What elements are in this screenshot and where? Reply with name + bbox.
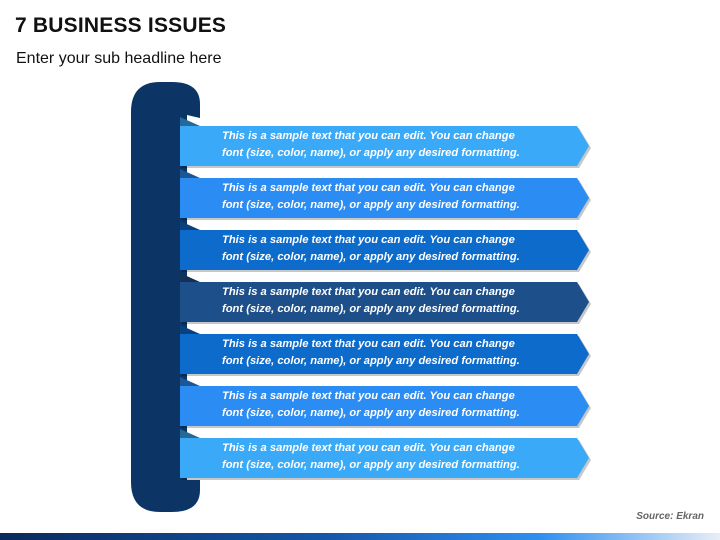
page-subtitle: Enter your sub headline here xyxy=(16,50,222,67)
banner-fold-5 xyxy=(180,325,200,334)
page-title: 7 BUSINESS ISSUES xyxy=(15,14,227,37)
issue-text-6: This is a sample text that you can edit.… xyxy=(222,390,520,419)
issue-banner-6 xyxy=(180,386,589,426)
issue-banner-1 xyxy=(180,126,589,166)
banner-fold-6 xyxy=(180,377,200,386)
banner-fold-2 xyxy=(180,169,200,178)
issue-text-7: This is a sample text that you can edit.… xyxy=(222,442,520,471)
banner-fold-7 xyxy=(180,429,200,438)
source-note: Source: Ekran xyxy=(636,511,704,522)
issue-banner-2 xyxy=(180,178,589,218)
banner-fold-3 xyxy=(180,221,200,230)
issue-banner-7 xyxy=(180,438,589,478)
banner-fold-1 xyxy=(180,117,200,126)
banner-group xyxy=(180,117,591,480)
issue-banner-4 xyxy=(180,282,589,322)
issue-text-4: This is a sample text that you can edit.… xyxy=(222,286,520,315)
banner-fold-4 xyxy=(180,273,200,282)
issue-banner-5 xyxy=(180,334,589,374)
issue-text-5: This is a sample text that you can edit.… xyxy=(222,338,520,367)
issue-text-3: This is a sample text that you can edit.… xyxy=(222,234,520,263)
issue-text-2: This is a sample text that you can edit.… xyxy=(222,182,520,211)
issue-banner-3 xyxy=(180,230,589,270)
footer-bar xyxy=(0,533,720,540)
issue-text-1: This is a sample text that you can edit.… xyxy=(222,130,520,159)
